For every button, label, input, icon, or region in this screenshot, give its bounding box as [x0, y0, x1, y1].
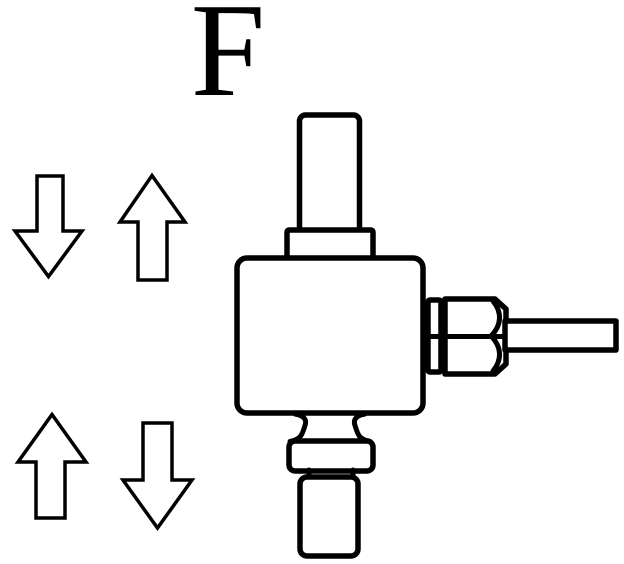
arrow-lower-right-down-icon — [119, 421, 196, 531]
lower-neck-left-curve — [287, 411, 309, 444]
lower-flange — [286, 438, 376, 474]
bottom-stud — [297, 474, 361, 559]
sensor-body — [234, 255, 426, 416]
force-arrows-group — [11, 172, 196, 531]
lower-neck-right-curve — [351, 411, 373, 444]
arrow-lower-left-up-icon — [14, 411, 90, 520]
load-cell-drawing — [234, 112, 619, 559]
arrow-upper-left-down-icon — [11, 174, 86, 280]
arrow-upper-right-up-icon — [116, 172, 189, 282]
force-label: F — [191, 0, 266, 124]
top-stud — [296, 112, 363, 236]
cable — [502, 318, 619, 353]
